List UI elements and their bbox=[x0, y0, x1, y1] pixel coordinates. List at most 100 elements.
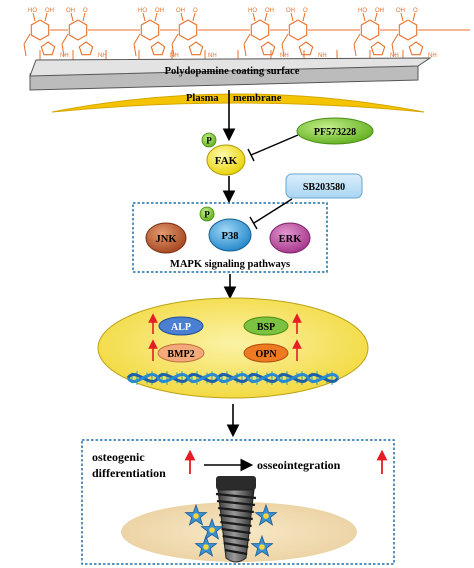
benzene-ring bbox=[398, 19, 418, 41]
sb203580-node: SB203580 bbox=[285, 173, 363, 199]
pf573228-node: PF573228 bbox=[296, 117, 374, 145]
p38-phospho: P bbox=[199, 206, 215, 222]
bond bbox=[391, 43, 395, 57]
sb203580-label: SB203580 bbox=[303, 182, 345, 193]
atom-label: OH bbox=[396, 8, 405, 14]
atom-label: OH bbox=[176, 8, 185, 14]
atom-label: HO bbox=[248, 8, 257, 14]
pyrrole-ring bbox=[408, 41, 424, 56]
bsp-label: BSP bbox=[257, 322, 275, 333]
bond bbox=[281, 33, 289, 45]
membrane-label-left: Plasma bbox=[186, 93, 219, 104]
bond bbox=[243, 43, 247, 57]
bond bbox=[290, 12, 294, 22]
bond bbox=[281, 43, 285, 57]
bond bbox=[154, 12, 158, 22]
benzene-ring bbox=[30, 19, 50, 41]
atom-label: NH bbox=[60, 53, 69, 59]
mapk-caption: MAPK signaling pathways bbox=[170, 259, 290, 270]
atom-label: OH bbox=[45, 8, 54, 14]
atom-label: HO bbox=[358, 8, 367, 14]
benzene-ring bbox=[250, 19, 270, 41]
pyrrole-ring bbox=[150, 41, 166, 56]
pyrrole-ring bbox=[260, 41, 276, 56]
bond bbox=[133, 33, 141, 45]
p38-node: P38 bbox=[208, 218, 252, 252]
atom-label: O bbox=[83, 8, 88, 14]
implant-thread bbox=[218, 506, 254, 514]
implant-thread bbox=[216, 499, 256, 507]
osteoblast-nucleus bbox=[193, 513, 199, 519]
fak-label: FAK bbox=[215, 155, 238, 167]
bond bbox=[374, 12, 378, 22]
bond bbox=[243, 33, 251, 45]
bond bbox=[180, 12, 184, 22]
membrane-label-right: membrane bbox=[233, 93, 282, 104]
implant-thread bbox=[224, 548, 248, 556]
pyrrole-ring bbox=[370, 41, 386, 56]
pf573228-inhibition bbox=[247, 134, 299, 162]
osteoblast-cells bbox=[184, 503, 278, 557]
bond bbox=[44, 12, 48, 22]
bond bbox=[32, 12, 36, 22]
implant-thread bbox=[215, 492, 257, 500]
atom-label: O bbox=[413, 8, 418, 14]
bond bbox=[192, 12, 196, 22]
atom-label: NH bbox=[318, 53, 327, 59]
erk-label: ERK bbox=[279, 234, 303, 245]
benzene-ring bbox=[360, 19, 380, 41]
bond bbox=[23, 33, 31, 45]
osteoblast-nucleus bbox=[259, 544, 265, 550]
opn-label: OPN bbox=[255, 349, 277, 360]
bond bbox=[362, 12, 366, 22]
osteoblast-nucleus bbox=[209, 527, 215, 533]
bond bbox=[171, 33, 179, 45]
bond bbox=[353, 33, 361, 45]
implant-thread bbox=[221, 527, 251, 535]
osseointegration-label: osseointegration bbox=[257, 458, 341, 472]
fak-node: FAK bbox=[206, 144, 246, 176]
benzene-ring bbox=[68, 19, 88, 41]
bond bbox=[171, 43, 175, 57]
atom-label: HO bbox=[138, 8, 147, 14]
jnk-node: JNK bbox=[145, 222, 187, 254]
pf573228-label: PF573228 bbox=[314, 127, 356, 138]
atom-label: NH bbox=[98, 53, 107, 59]
atom-label: O bbox=[303, 8, 308, 14]
implant-thread bbox=[219, 513, 253, 521]
atom-label: NH bbox=[280, 53, 289, 59]
bond bbox=[391, 33, 399, 45]
bond bbox=[82, 12, 86, 22]
sb203580-inhibition bbox=[249, 198, 293, 230]
pyrrole-ring bbox=[188, 41, 204, 56]
implant-thread bbox=[223, 541, 249, 549]
mapk-box: JNK P38 P ERK MAPK signaling pathways bbox=[132, 202, 328, 273]
opn-marker: OPN bbox=[243, 343, 289, 363]
nucleus: ALP BSP BMP2 OPN bbox=[97, 297, 369, 399]
bond bbox=[61, 33, 69, 45]
osteogenic-label-line2: differentiation bbox=[92, 466, 166, 480]
atom-label: OH bbox=[286, 8, 295, 14]
implant-thread bbox=[220, 520, 252, 528]
alp-marker: ALP bbox=[158, 316, 204, 336]
p38-phospho-label: P bbox=[204, 210, 210, 220]
bmp2-marker: BMP2 bbox=[157, 343, 205, 363]
bond bbox=[70, 12, 74, 22]
bond bbox=[264, 12, 268, 22]
fak-phospho-label: P bbox=[206, 136, 212, 146]
atom-label: O bbox=[193, 8, 198, 14]
atom-label: NH bbox=[208, 53, 217, 59]
bond bbox=[23, 43, 27, 57]
bond bbox=[302, 12, 306, 22]
atom-label: OH bbox=[155, 8, 164, 14]
fak-phospho: P bbox=[201, 132, 217, 148]
alp-label: ALP bbox=[171, 322, 191, 333]
dna-strand bbox=[126, 373, 340, 383]
osteogenic-label-line1: osteogenic bbox=[92, 450, 145, 464]
bond bbox=[353, 43, 357, 57]
benzene-ring bbox=[288, 19, 308, 41]
pyrrole-ring bbox=[298, 41, 314, 56]
